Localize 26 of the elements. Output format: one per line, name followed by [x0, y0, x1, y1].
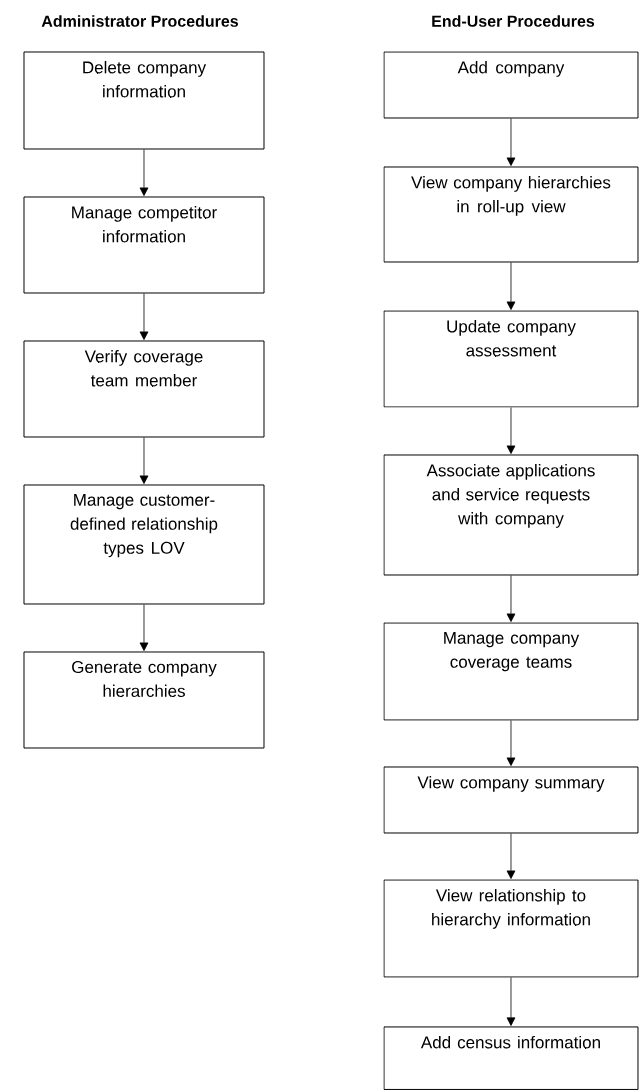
process-box: Manage customer-defined relationship types LOV [23, 484, 265, 605]
column-heading: Administrator Procedures [41, 15, 238, 27]
arrow [139, 149, 149, 196]
process-box: View relationship to hierarchy information [383, 879, 639, 978]
process-box: Verify coverage team member [23, 340, 265, 438]
arrow [506, 977, 516, 1026]
process-box: Update company assessment [383, 310, 639, 408]
process-box: Delete company information [23, 51, 265, 150]
arrow [506, 720, 516, 766]
column-heading: End-User Procedures [432, 15, 595, 27]
process-box: Generate company hierarchies [23, 651, 265, 749]
arrow [139, 437, 149, 484]
arrow [506, 833, 516, 879]
process-box: Manage competitor information [23, 196, 265, 294]
process-box: Add census information [383, 1026, 639, 1090]
arrow [506, 118, 516, 166]
arrow [506, 262, 516, 310]
arrow [139, 604, 149, 651]
arrow [506, 407, 516, 454]
arrow [506, 575, 516, 622]
process-box: Manage company coverage teams [383, 622, 639, 721]
process-box: View company hierarchies in roll-up view [383, 166, 639, 263]
arrow [139, 293, 149, 340]
process-box: Add company [383, 51, 639, 119]
process-box: View company summary [383, 766, 639, 834]
process-box: Associate applications and service requests with company [383, 454, 639, 576]
